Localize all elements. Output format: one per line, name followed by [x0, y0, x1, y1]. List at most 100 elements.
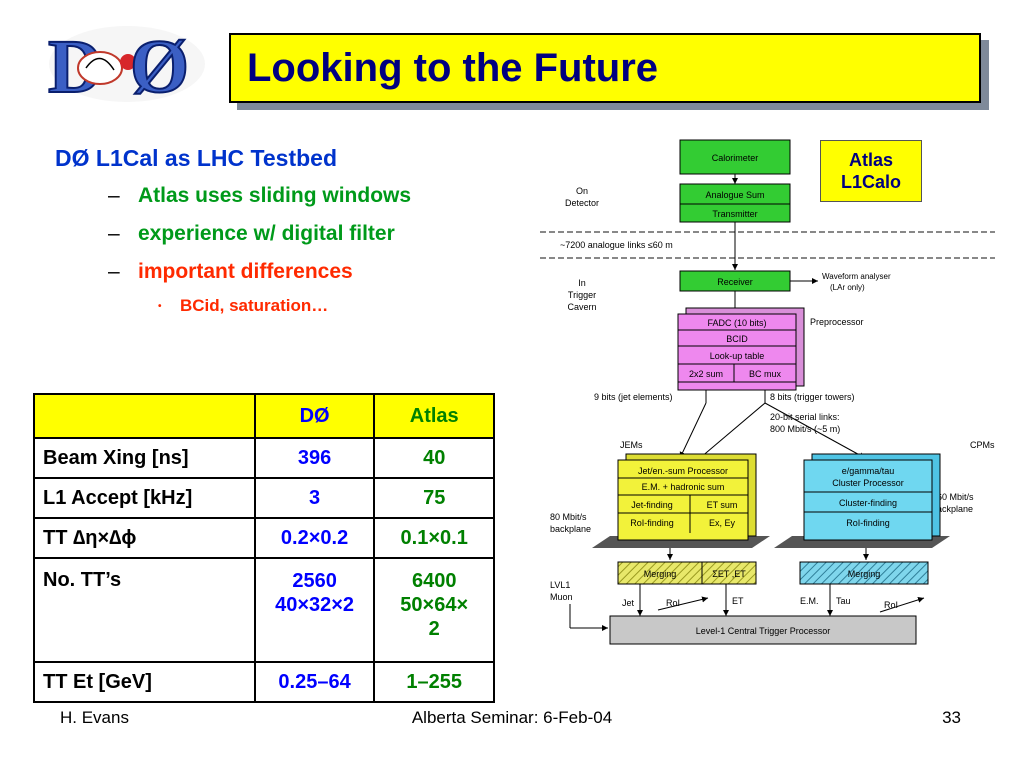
lvl1-label-1: LVL1 — [550, 580, 570, 590]
jet-output-label: Jet — [622, 598, 635, 608]
preprocessor-label: Preprocessor — [810, 317, 864, 327]
bullet-sub-2-text: experience w/ digital filter — [138, 222, 395, 245]
row-label: TT ∆η×∆ϕ — [33, 517, 256, 559]
waveform-label-1: Waveform analyser — [822, 272, 891, 281]
d0-value: 0.25–64 — [253, 661, 376, 703]
d0-value: 0.2×0.2 — [253, 517, 376, 559]
sum-et-label: ΣET ,ET — [712, 569, 746, 579]
em-had-label: E.M. + hadronic sum — [642, 482, 725, 492]
receiver-label: Receiver — [717, 277, 753, 287]
em-output-label: E.M. — [800, 596, 819, 606]
lookup-label: Look-up table — [710, 351, 765, 361]
cpms-label: CPMs — [970, 440, 995, 450]
row-label: No. TT’s — [33, 557, 256, 663]
roi-finding-label: RoI-finding — [630, 518, 674, 528]
calorimeter-label: Calorimeter — [712, 153, 759, 163]
waveform-label-2: (LAr only) — [830, 283, 865, 292]
atlas-value-line: 6400 — [411, 570, 457, 592]
footer-author: H. Evans — [60, 708, 129, 727]
table-header-row: DØ Atlas — [33, 393, 495, 439]
bullet-sub-3-text: important differences — [138, 260, 353, 283]
egamma-label-2: Cluster Processor — [832, 478, 904, 488]
atlas-value: 75 — [373, 477, 495, 519]
serial-label-1: 20-bit serial links: — [770, 412, 840, 422]
table-row: L1 Accept [kHz] 3 75 — [33, 477, 495, 519]
dash-marker: – — [108, 222, 120, 245]
svg-text:Ø: Ø — [130, 25, 189, 106]
cpm-box — [803, 459, 933, 541]
jet-finding-label: Jet-finding — [631, 500, 673, 510]
atlas-l1calo-diagram: Calorimeter Analogue Sum Transmitter On … — [540, 139, 995, 645]
sum2x2-label: 2x2 sum — [689, 369, 723, 379]
bp80-label-2: backplane — [550, 524, 591, 534]
roi2-label: RoI — [884, 600, 898, 610]
table-row: Beam Xing [ns] 396 40 — [33, 437, 495, 479]
row-label: L1 Accept [kHz] — [33, 477, 256, 519]
diamond-bullet-icon: • — [158, 300, 162, 312]
atlas-value: 1–255 — [373, 661, 495, 703]
et-output-label: ET — [732, 596, 744, 606]
footer-event: Alberta Seminar: 6-Feb-04 — [411, 708, 613, 727]
atlas-label-line-2: L1Calo — [840, 172, 901, 192]
serial-label-2: 800 Mbit/s (~5 m) — [770, 424, 840, 434]
transmitter-label: Transmitter — [712, 209, 757, 219]
atlas-value: 0.1×0.1 — [373, 517, 495, 559]
d0-value-line: 40×32×2 — [275, 594, 355, 616]
table-row: TT ∆η×∆ϕ 0.2×0.2 0.1×0.1 — [33, 517, 495, 559]
table-header-cell — [33, 393, 256, 439]
ex-ey-label: Ex, Ey — [709, 518, 736, 528]
links-label: ~7200 analogue links ≤60 m — [560, 240, 673, 250]
merging-cp-label: Merging — [848, 569, 881, 579]
table-header-atlas: Atlas — [373, 393, 495, 439]
footer-page-number: 33 — [942, 708, 961, 727]
bits9-label: 9 bits (jet elements) — [594, 392, 673, 402]
atlas-value-line: 50×64× — [400, 594, 469, 616]
d0-value-line: 2560 — [292, 570, 337, 592]
bp160-label-2: backplane — [932, 504, 973, 514]
title-box: Looking to the Future — [229, 33, 981, 103]
lvl1-label-2: Muon — [550, 592, 573, 602]
in-trigger-label-1: In — [578, 278, 586, 288]
jet-proc-label: Jet/en.-sum Processor — [638, 466, 728, 476]
table-header-d0: DØ — [253, 393, 376, 439]
bcid-label: BCID — [726, 334, 748, 344]
on-detector-label-2: Detector — [565, 198, 599, 208]
comparison-table: DØ Atlas Beam Xing [ns] 396 40 L1 Accept… — [33, 393, 495, 703]
bullet-list: DØ L1Cal as LHC Testbed – Atlas uses sli… — [55, 145, 525, 321]
roi1-label: RoI — [666, 598, 680, 608]
cluster-finding-label: Cluster-finding — [839, 498, 897, 508]
table-row: No. TT’s 2560 40×32×2 6400 50×64× 2 — [33, 557, 495, 663]
on-detector-label-1: On — [576, 186, 588, 196]
dash-marker: – — [108, 184, 120, 207]
egamma-label-1: e/gamma/tau — [842, 466, 895, 476]
atlas-value-line: 2 — [428, 618, 440, 640]
slide-title: Looking to the Future — [247, 45, 659, 90]
d0-value: 2560 40×32×2 — [253, 557, 376, 663]
merging-cp-box — [799, 561, 929, 585]
bcmux-label: BC mux — [749, 369, 782, 379]
atlas-value: 6400 50×64× 2 — [373, 557, 495, 663]
d0-value: 396 — [253, 437, 376, 479]
analogue-sum-label: Analogue Sum — [705, 190, 764, 200]
merging-jet-label: Merging — [644, 569, 677, 579]
bullet-sub-2: – experience w/ digital filter — [55, 215, 525, 253]
bullet-main: DØ L1Cal as LHC Testbed — [55, 145, 338, 171]
jem-box — [617, 459, 749, 541]
fadc-label: FADC (10 bits) — [707, 318, 766, 328]
table-row: TT Et [GeV] 0.25–64 1–255 — [33, 661, 495, 703]
et-sum-label: ET sum — [707, 500, 738, 510]
ctp-box — [609, 615, 917, 645]
atlas-l1calo-label: Atlas L1Calo — [820, 140, 922, 202]
bullet-sub-1-text: Atlas uses sliding windows — [138, 184, 412, 207]
d0-logo: D Ø — [47, 24, 205, 106]
bullet-subsub-text: BCid, saturation… — [180, 296, 329, 315]
sum-et-box — [701, 561, 757, 585]
ctp-label: Level-1 Central Trigger Processor — [696, 626, 831, 636]
bullet-subsub: • BCid, saturation… — [55, 291, 525, 321]
jems-label: JEMs — [620, 440, 643, 450]
in-trigger-label-3: Cavern — [567, 302, 596, 312]
bp80-label-1: 80 Mbit/s — [550, 512, 587, 522]
atlas-value: 40 — [373, 437, 495, 479]
tau-output-label: Tau — [836, 596, 851, 606]
bullet-sub-1: – Atlas uses sliding windows — [55, 177, 525, 215]
